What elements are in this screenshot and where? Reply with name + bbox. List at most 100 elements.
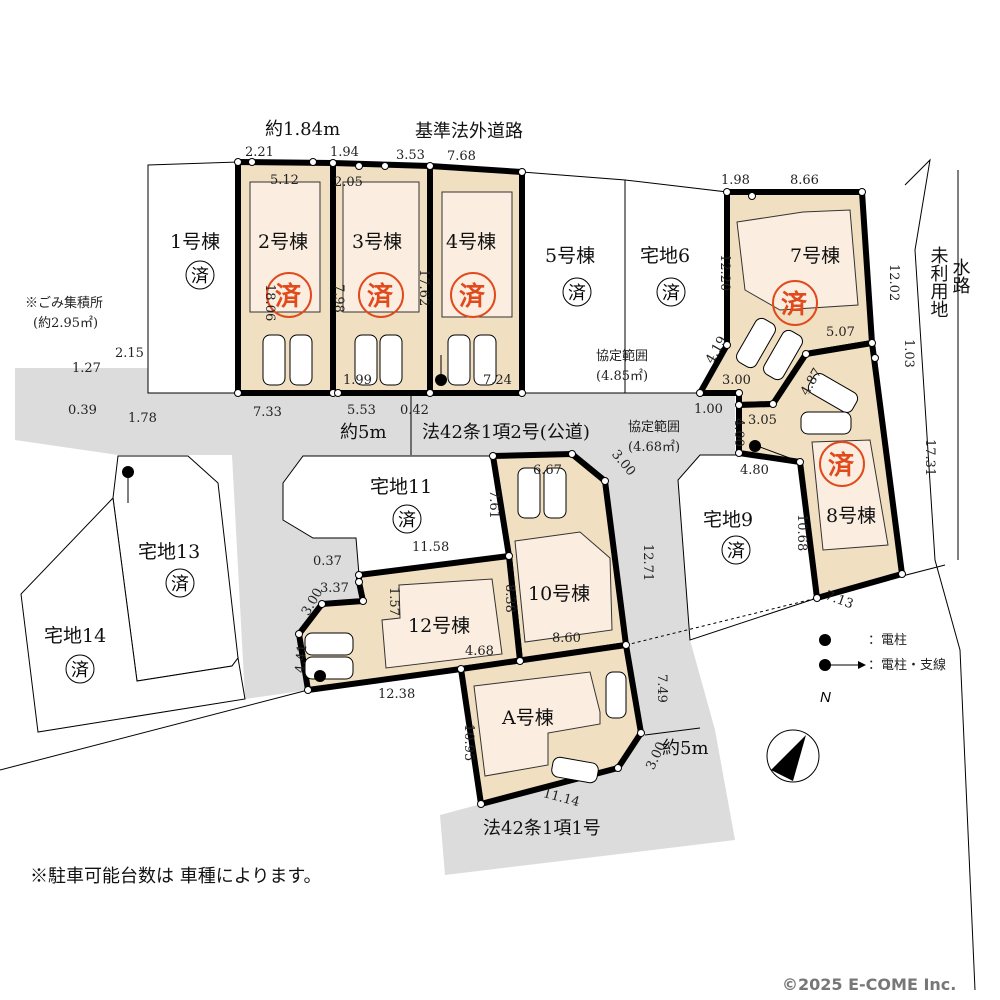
dimension-label: 7.33: [253, 405, 282, 420]
dimension-label: 2.05: [334, 175, 363, 190]
road-width-arrow: [644, 727, 701, 736]
road-width-label-2: 約5m: [662, 738, 709, 759]
sold-mark-icon: 済: [562, 277, 592, 307]
sold-stamp-text: 済: [781, 289, 808, 320]
lot-name-5: 5号棟: [545, 245, 595, 267]
boundary-line: [0, 689, 309, 771]
non-standard-road-label: 基準法外道路: [415, 121, 523, 142]
corner-point: [318, 600, 326, 608]
lot-name-6: 宅地6: [640, 245, 690, 267]
corner-point: [871, 354, 879, 362]
dimension-label: 1.99: [343, 373, 372, 388]
corner-point: [234, 158, 242, 166]
waterway-label: 水路: [950, 258, 971, 294]
corner-point: [723, 188, 731, 196]
dimension-label: 4.80: [740, 463, 769, 478]
car-icon: [736, 317, 776, 369]
corner-point: [735, 449, 743, 457]
road-width-label: 約5m: [340, 422, 387, 443]
car-icon: [379, 334, 403, 386]
corner-point: [355, 578, 363, 586]
corner-point: [234, 389, 242, 397]
legend-pole-guy-icon: [819, 659, 831, 671]
car-icon: [605, 671, 627, 719]
dimension-label: 12.38: [378, 687, 415, 702]
lot-name-14: 宅地14: [44, 625, 106, 647]
sold-mark-text: 済: [191, 266, 209, 287]
corner-point: [309, 158, 317, 166]
parking-note: ※駐車可能台数は 車種によります。: [30, 866, 322, 887]
dimension-label: 7.68: [447, 149, 476, 164]
corner-points: [234, 158, 906, 808]
dimension-label: 18.06: [262, 284, 277, 321]
sold-stamp-icon: 済: [358, 272, 404, 318]
dimension-label: 12.20: [717, 254, 732, 291]
house-8: [811, 439, 889, 551]
corner-point: [614, 764, 622, 772]
lot-name-9: 宅地9: [703, 509, 753, 531]
car-icon: [447, 334, 471, 386]
corner-point: [304, 686, 312, 694]
sold-mark-text: 済: [171, 574, 189, 595]
dimension-label: 4.68: [465, 644, 494, 659]
dimension-label: 1.03: [901, 339, 916, 368]
sold-mark-icon: 済: [165, 568, 195, 598]
sold-mark-text: 済: [727, 541, 745, 562]
road-article-label: 法42条1項1号: [483, 818, 601, 839]
house-2: [249, 181, 321, 313]
dimension-label: 0.37: [313, 554, 342, 569]
dimension-label: 3.00: [722, 373, 751, 388]
dimension-label: 12.02: [886, 264, 901, 301]
north-arrow-icon: [766, 729, 820, 783]
dimension-label: 12.71: [640, 544, 655, 581]
corner-point: [868, 339, 876, 347]
legend-pole-icon: [819, 634, 831, 646]
corner-point: [248, 158, 256, 166]
sold-mark-icon: 済: [721, 535, 751, 565]
house-A: [473, 671, 601, 777]
house-7: [736, 209, 859, 311]
dimension-label: 0.42: [400, 403, 429, 418]
parking-cars: [262, 317, 859, 784]
dimension-label: 2.21: [245, 145, 274, 160]
corner-point: [334, 389, 342, 397]
utility-pole-icon: [749, 440, 761, 452]
dimension-label: 17.31: [922, 439, 937, 476]
sold-mark-text: 済: [662, 283, 680, 304]
sold-mark-icon: 済: [65, 654, 95, 684]
lot-name-3: 3号棟: [352, 231, 402, 253]
north-label: N: [820, 689, 831, 706]
dimension-label: 6.67: [533, 463, 562, 478]
house-3: [342, 181, 420, 313]
dimension-label: 5.53: [347, 403, 376, 418]
dimension-label: 7.24: [483, 373, 512, 388]
utility-pole-icon: [435, 374, 447, 386]
dimension-label: 4.41: [293, 644, 310, 674]
sold-stamp-icon: 済: [772, 280, 818, 326]
corner-point: [295, 630, 303, 638]
dimension-label: 8.60: [552, 631, 581, 646]
dimension-label: 1.27: [72, 361, 101, 376]
house-12: [381, 578, 503, 669]
corner-point: [802, 350, 810, 358]
car-icon: [289, 334, 313, 386]
dimension-label: 3.37: [320, 581, 349, 596]
public-road-label: 法42条1項2号(公道): [422, 422, 590, 443]
dimension-label: 3.53: [396, 148, 425, 163]
sold-mark-text: 済: [71, 660, 89, 681]
copyright: ©2025 E-COME Inc.: [782, 975, 956, 994]
lot-name-13: 宅地13: [138, 541, 200, 563]
dimension-label: 10.68: [794, 514, 809, 551]
legend-pole-label: ：電柱: [868, 633, 907, 648]
lot-name-4: 4号棟: [446, 231, 496, 253]
unused-land-label: 未利用地: [928, 246, 949, 318]
corner-point: [355, 162, 363, 170]
dimension-label: 0.39: [68, 403, 97, 418]
dimension-label: 1.98: [721, 173, 750, 188]
corner-point: [355, 571, 363, 579]
garbage-area-size: (約2.95㎡): [33, 316, 98, 331]
agreement-area-1-size: (4.85㎡): [596, 369, 648, 384]
sold-stamp-text: 済: [367, 281, 394, 312]
